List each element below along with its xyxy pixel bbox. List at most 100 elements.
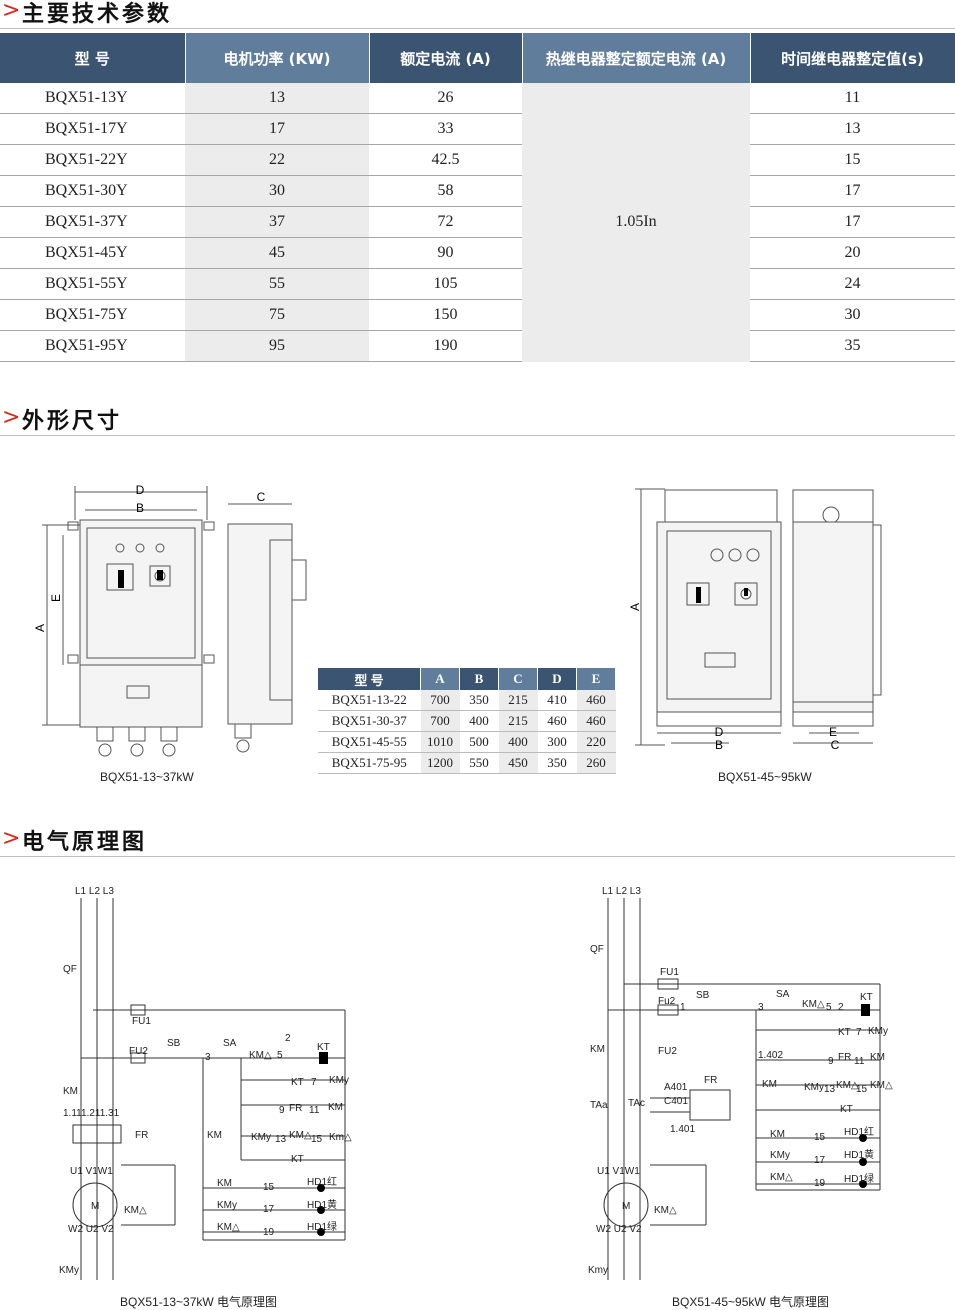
left-label-kmd: KM△: [249, 1050, 272, 1061]
left-label-hd-red: HD1红: [307, 1175, 337, 1188]
left-label-n2: 2: [285, 1033, 291, 1044]
dim-cell-value: 460: [537, 710, 577, 732]
right-label-n15b: 15: [814, 1132, 826, 1143]
right-label-wuv: W2 U2 V2: [596, 1224, 642, 1235]
left-label-n3: 3: [205, 1052, 211, 1063]
left-label-phases: L1 L2 L3: [75, 886, 114, 897]
cell-model: BQX51-22Y: [0, 144, 185, 176]
section-heading-dims: > 外形尺寸: [0, 405, 955, 436]
right-label-n13: 13: [824, 1084, 836, 1095]
cell-time-setting: 13: [750, 113, 955, 145]
dim-cell-model: BQX51-30-37: [318, 710, 421, 732]
right-label-fu1: FU1: [660, 967, 679, 978]
cell-model: BQX51-13Y: [0, 83, 185, 114]
dim-label-A-large: A: [628, 603, 642, 611]
dim-table-header-row: 型 号 A B C D E: [318, 668, 616, 690]
right-label-kmy-lamp: KMy: [770, 1150, 790, 1161]
param-header-power: 电机功率 (KW): [185, 33, 370, 83]
right-label-motor: M: [622, 1201, 630, 1212]
right-label-n9: 9: [828, 1056, 834, 1067]
left-label-kmy-star: KMy: [59, 1265, 79, 1276]
left-label-kmd15: Km△: [329, 1132, 352, 1143]
right-label-n3: 3: [758, 1002, 764, 1013]
left-label-sb: SB: [167, 1038, 181, 1049]
cell-time-setting: 20: [750, 237, 955, 269]
section-title-circuit: 电气原理图: [22, 830, 148, 855]
left-label-kmd-star: KM△: [124, 1205, 147, 1216]
right-label-n2: 2: [838, 1002, 844, 1013]
dim-label-B: B: [136, 501, 144, 515]
dim-cell-value: 300: [537, 731, 577, 753]
cell-power: 75: [185, 299, 369, 331]
cell-time-setting: 24: [750, 268, 955, 300]
right-label-kmy-aux: KMy: [804, 1082, 824, 1093]
cell-time-setting: 35: [750, 330, 955, 362]
left-label-km-main: KM: [63, 1086, 78, 1097]
left-label-kmd-aux: KM△: [289, 1130, 312, 1141]
left-label-n7: 7: [311, 1077, 317, 1088]
right-label-uvw: U1 V1W1: [597, 1166, 640, 1177]
right-label-km-main: KM: [590, 1044, 605, 1055]
cell-model: BQX51-17Y: [0, 113, 185, 145]
left-label-km-aux: KM: [207, 1130, 222, 1141]
left-label-n5: 5: [277, 1050, 283, 1061]
param-header-current: 额定电流 (A): [369, 33, 523, 83]
right-label-kt: KT: [838, 1027, 851, 1038]
cell-model: BQX51-55Y: [0, 268, 185, 300]
dim-label-A: A: [33, 624, 47, 632]
right-label-n11: 11: [854, 1056, 865, 1067]
cell-time-setting: 17: [750, 175, 955, 207]
right-label-fr: FR: [838, 1052, 851, 1063]
left-label-n13: 13: [275, 1134, 287, 1145]
dim-header-C: C: [498, 668, 538, 690]
circuit-caption-large: BQX51-45~95kW 电气原理图: [672, 1295, 830, 1309]
right-label-kmd: KM△: [802, 999, 825, 1010]
section-title-dims: 外形尺寸: [22, 409, 123, 434]
cell-power: 13: [185, 83, 369, 114]
dim-header-A: A: [420, 668, 460, 690]
circuit-caption-small: BQX51-13~37kW 电气原理图: [120, 1295, 278, 1309]
section-heading-circuit: > 电气原理图: [0, 826, 955, 857]
right-label-n1: 1: [680, 1002, 686, 1013]
cell-power: 95: [185, 330, 369, 362]
dim-label-D-large: D: [715, 725, 724, 739]
right-label-n15: 15: [856, 1084, 868, 1095]
dim-cell-value: 220: [576, 731, 616, 753]
left-label-fr-block: FR: [135, 1130, 148, 1141]
dim-label-E-large: E: [829, 725, 837, 739]
right-label-qf: QF: [590, 944, 604, 955]
dim-header-E: E: [576, 668, 616, 690]
right-label-n1401: 1.401: [670, 1124, 695, 1135]
right-label-hd-green: HD1绿: [844, 1172, 874, 1185]
dim-label-E: E: [49, 594, 63, 602]
left-label-kmy-aux: KMy: [251, 1132, 271, 1143]
left-label-sa: SA: [223, 1038, 237, 1049]
wiring-diagram-small: L1 L2 L3 QF FU1 FU2 SB SA 3 2 KM△ 5 KT K…: [59, 886, 352, 1280]
dim-cell-value: 215: [498, 690, 538, 711]
cell-current: 26: [369, 83, 522, 114]
left-label-n11: 11: [309, 1105, 320, 1116]
dim-cell-value: 350: [459, 690, 499, 711]
cell-model: BQX51-75Y: [0, 299, 185, 331]
drawing-caption-small: BQX51-13~37kW: [100, 770, 194, 784]
technical-parameters-table: 型 号 电机功率 (KW) 额定电流 (A) 热继电器整定额定电流 (A) 时间…: [0, 33, 955, 362]
cell-model: BQX51-37Y: [0, 206, 185, 238]
left-label-terminals: 1.111.211.31: [63, 1108, 120, 1119]
param-header-thermal: 热继电器整定额定电流 (A): [522, 33, 751, 83]
section-heading-params: > 主要技术参数: [0, 0, 955, 29]
left-label-kmy: KMy: [329, 1075, 349, 1086]
dim-label-C: C: [257, 490, 266, 504]
left-label-fu2: FU2: [129, 1046, 148, 1057]
cell-model: BQX51-45Y: [0, 237, 185, 269]
right-label-kmy: KMy: [868, 1026, 888, 1037]
left-label-km-coil: KM: [328, 1102, 343, 1113]
